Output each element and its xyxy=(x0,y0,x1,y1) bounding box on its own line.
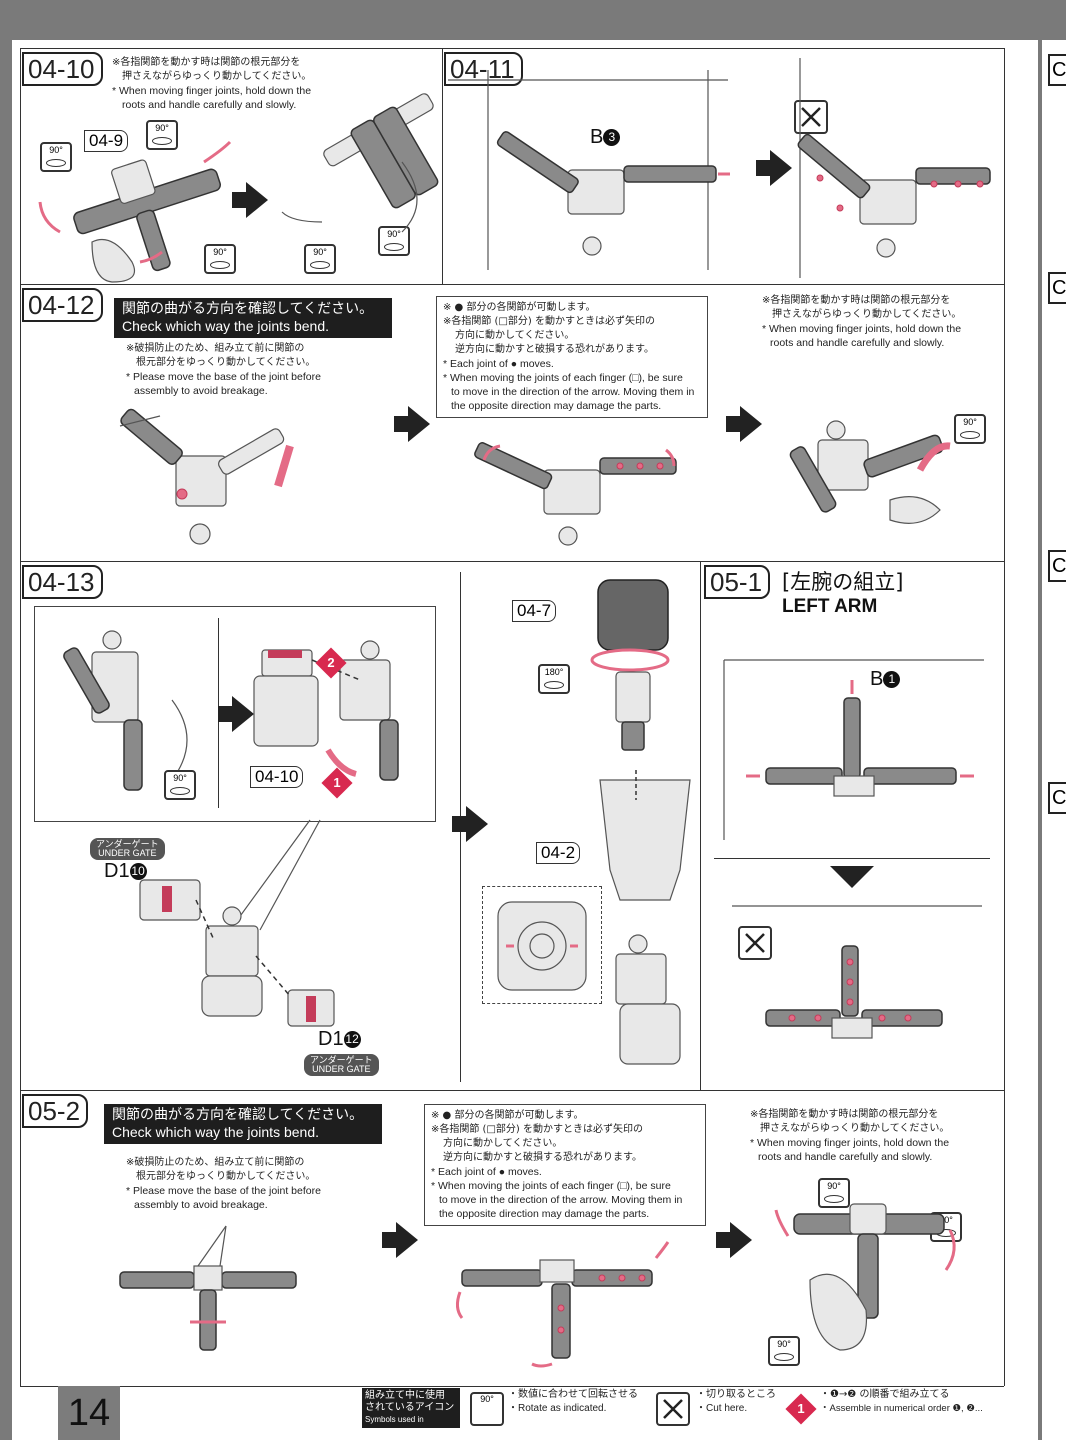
rotate-icon: 90° xyxy=(470,1392,504,1426)
rotate-180-icon: 180° xyxy=(538,664,570,694)
next-page-strip: C C C C xyxy=(1042,40,1066,1440)
legend-heading: 組み立て中に使用 されているアイコン Symbols used in instr… xyxy=(362,1388,460,1436)
completed-arm-illustration xyxy=(615,934,681,1065)
detail-inset xyxy=(482,886,602,1004)
side-tab: C xyxy=(1048,272,1066,304)
order-marker: 2 xyxy=(315,647,347,679)
ref-step-box: 04-9 xyxy=(84,130,129,152)
next-arrow xyxy=(452,806,488,842)
divider xyxy=(20,284,1004,285)
breakage-note: ※破損防止のため、組み立て前に関節の 根元部分をゆっくり動かしてください。 * … xyxy=(126,1157,321,1211)
legend-rotate: ・数値に合わせて回転させる ・Rotate as indicated. xyxy=(508,1389,638,1414)
cut-icon xyxy=(738,926,772,960)
cut-icon xyxy=(794,100,828,134)
divider xyxy=(20,1090,1004,1091)
finger-joint-note: ※各指関節を動かす時は関節の根元部分を 押さえながらゆっくり動かしてください。 … xyxy=(762,295,962,349)
ref-step-box: 04-10 xyxy=(250,766,304,788)
finger-assembly-illustration xyxy=(38,93,439,283)
next-arrow xyxy=(232,182,268,218)
cut-parts-illustration xyxy=(797,58,991,278)
rotate-90-icon: 90° xyxy=(40,142,72,172)
under-gate-parts-illustration xyxy=(139,819,335,1027)
step-label: 04-10 xyxy=(22,52,103,86)
next-arrow xyxy=(394,406,430,442)
finger-joint-note: ※各指関節を動かす時は関節の根元部分を 押さえながらゆっくり動かしてください。 … xyxy=(112,57,312,111)
step-label: 05-2 xyxy=(22,1094,89,1128)
joint-socket-detail xyxy=(497,901,587,991)
joint-direction-banner: 関節の曲がる方向を確認してください。 Check which way the j… xyxy=(104,1104,382,1144)
divider xyxy=(20,561,1004,562)
step-label: 05-1 xyxy=(704,565,771,599)
detail-frame xyxy=(34,606,436,822)
legend-cut: ・切り取るところ ・Cut here. xyxy=(696,1389,776,1414)
shoulder-assembly-illustration xyxy=(590,579,670,751)
runner-b1-illustration xyxy=(723,659,984,840)
movable-joints-note: ※ ● 部分の各関節が可動します。 ※各指関節 (□部分) を動かすときは必ず矢… xyxy=(424,1104,706,1226)
rotate-90-icon: 90° xyxy=(146,120,178,150)
step-label: 04-12 xyxy=(22,288,103,322)
rotate-90-icon: 90° xyxy=(768,1336,800,1366)
divider xyxy=(1004,48,1005,1386)
side-tab: C xyxy=(1048,54,1066,86)
rotate-90-icon: 90° xyxy=(204,244,236,274)
divider xyxy=(20,1386,1004,1387)
next-arrow xyxy=(382,1222,418,1258)
rotate-90-icon: 90° xyxy=(304,244,336,274)
arm-joint-illustration xyxy=(119,1225,297,1351)
page-number: 14 xyxy=(58,1386,120,1440)
section-subtitle: LEFT ARM xyxy=(782,596,878,617)
joint-motion-illustration xyxy=(455,1241,670,1368)
arm-fingers-illustration xyxy=(63,630,188,791)
cut-arm-parts-illustration xyxy=(732,905,982,1039)
hand-attach-illustration xyxy=(253,640,399,781)
next-arrow xyxy=(716,1222,752,1258)
ref-step-box: 04-7 xyxy=(512,600,557,622)
side-tab: C xyxy=(1048,550,1066,582)
divider xyxy=(714,858,990,859)
next-arrow xyxy=(756,150,792,186)
divider xyxy=(20,48,21,1386)
rotate-90-icon: 90° xyxy=(164,770,196,800)
section-title: [左腕の組立] xyxy=(782,570,904,594)
divider xyxy=(20,48,1004,49)
rotate-90-icon: 90° xyxy=(954,414,986,444)
side-tab: C xyxy=(1048,782,1066,814)
legend-order: ・❶→❷ の順番で組み立てる ・Assemble in numerical or… xyxy=(820,1389,983,1414)
next-arrow xyxy=(830,866,874,888)
upper-arm-illustration xyxy=(599,770,691,901)
next-arrow xyxy=(726,406,762,442)
movable-joints-note: ※ ● 部分の各関節が可動します。 ※各指関節 (□部分) を動かすときは必ず矢… xyxy=(436,296,708,418)
divider xyxy=(700,561,701,1090)
runner-b3-illustration xyxy=(448,70,730,270)
rotate-90-icon: 90° xyxy=(378,226,410,256)
order-marker: 1 xyxy=(321,767,353,799)
cut-icon xyxy=(656,1392,690,1426)
rotate-90-icon: 90° xyxy=(818,1178,850,1208)
hold-joint-illustration xyxy=(789,420,951,524)
ref-step-box: 04-2 xyxy=(536,842,581,864)
divider xyxy=(442,48,443,284)
joint-motion-illustration xyxy=(474,442,677,546)
hold-finger-illustration xyxy=(774,1203,956,1351)
order-icon: 1 xyxy=(785,1393,817,1425)
hand-joint-illustration xyxy=(119,408,294,545)
breakage-note: ※破損防止のため、組み立て前に関節の 根元部分をゆっくり動かしてください。 * … xyxy=(126,343,321,397)
step-label: 04-13 xyxy=(22,565,103,599)
finger-joint-note: ※各指関節を動かす時は関節の根元部分を 押さえながらゆっくり動かしてください。 … xyxy=(750,1109,950,1163)
next-arrow xyxy=(218,696,254,732)
joint-direction-banner: 関節の曲がる方向を確認してください。 Check which way the j… xyxy=(114,298,392,338)
